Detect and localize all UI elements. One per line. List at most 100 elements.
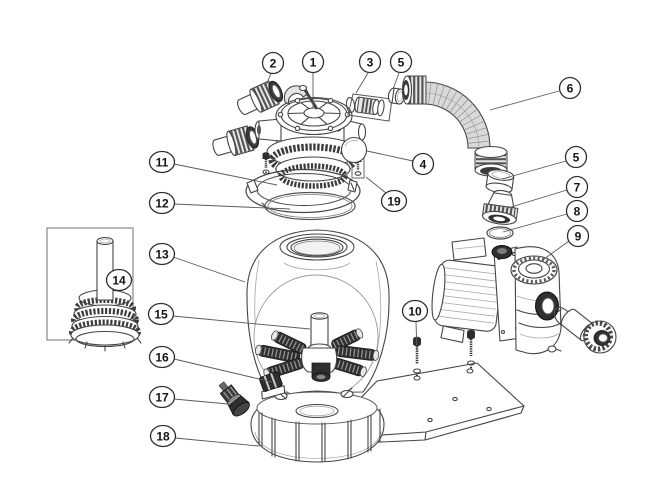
callout-16-balloon — [148, 345, 176, 369]
callout-18-leader — [174, 437, 259, 447]
callout-4: 4 — [411, 152, 435, 176]
multiport-valve-drawing — [245, 84, 367, 221]
callout-6-label: 6 — [567, 82, 574, 96]
callout-13-leader — [172, 256, 246, 283]
filter-tank-drawing — [246, 229, 390, 400]
callout-13-label: 13 — [155, 248, 169, 262]
callout-8-leader — [502, 213, 568, 233]
mount-screw-right — [466, 329, 476, 369]
callout-12-leader — [173, 203, 291, 210]
callout-3-balloon — [358, 50, 382, 74]
callout-16-label: 16 — [155, 351, 169, 365]
callout-17: 17 — [148, 385, 176, 409]
callout-6-balloon — [558, 76, 582, 100]
callout-8: 8 — [565, 199, 589, 223]
callout-4-leader — [366, 150, 414, 162]
callout-13: 13 — [148, 242, 176, 266]
pump-hose-adapter-stack — [481, 169, 519, 240]
standpipe — [96, 241, 114, 301]
callout-12-label: 12 — [155, 197, 169, 211]
lateral-assembly-inset — [46, 227, 142, 352]
callout-11-balloon — [148, 150, 176, 174]
callout-2: 2 — [261, 51, 285, 75]
callout-10-leader — [415, 321, 418, 353]
callout-14-label: 14 — [112, 274, 126, 288]
union-part7 — [481, 189, 519, 225]
callout-14: 14 — [105, 268, 133, 292]
standpipe-drawing — [307, 312, 332, 353]
callout-9-balloon — [566, 224, 590, 248]
lateral-spider-drawing — [255, 328, 380, 382]
callout-5a-balloon — [389, 50, 413, 74]
o-ring-part8 — [486, 226, 514, 240]
callout-2-label: 2 — [270, 57, 277, 71]
callout-13-balloon — [148, 242, 176, 266]
callout-15: 15 — [147, 302, 175, 326]
callout-16-leader — [173, 358, 273, 383]
callout-7: 7 — [565, 175, 589, 199]
callout-11-label: 11 — [156, 156, 169, 170]
callout-2-leader — [265, 72, 272, 87]
callout-7-leader — [507, 189, 568, 209]
callout-10-label: 10 — [408, 305, 422, 319]
hose-adapter-group — [345, 87, 406, 122]
callout-15-label: 15 — [154, 308, 168, 322]
callout-4-balloon — [411, 152, 435, 176]
callout-18-balloon — [149, 424, 177, 448]
callout-1-balloon — [301, 50, 325, 74]
callout-2-balloon — [261, 51, 285, 75]
sight-glass-cap — [340, 136, 368, 164]
callout-7-label: 7 — [574, 181, 581, 195]
callout-11-leader — [173, 163, 278, 186]
callout-10: 10 — [401, 299, 429, 323]
callout-5b-balloon — [564, 145, 588, 169]
callout-12-balloon — [148, 191, 176, 215]
callout-19: 19 — [380, 189, 408, 213]
terminal-box — [451, 237, 487, 261]
callout-9-leader — [539, 240, 570, 263]
clamp-screw — [262, 152, 270, 175]
callout-9: 9 — [566, 224, 590, 248]
union-coupling-upper — [237, 80, 284, 116]
callout-9-label: 9 — [575, 230, 582, 244]
callout-3-label: 3 — [367, 56, 374, 70]
callout-18: 18 — [149, 424, 177, 448]
strainer-lid — [510, 255, 558, 285]
union-nut — [583, 320, 617, 354]
part-3-group-box — [347, 93, 393, 122]
flange-clamp-ring — [245, 168, 361, 214]
callout-5b-label: 5 — [573, 151, 580, 165]
callout-18-label: 18 — [156, 430, 170, 444]
callout-3: 3 — [358, 50, 382, 74]
callout-16: 16 — [148, 345, 176, 369]
pump-motor — [431, 259, 503, 343]
callout-8-balloon — [565, 199, 589, 223]
callout-5a-label: 5 — [398, 56, 405, 70]
callout-17-balloon — [148, 385, 176, 409]
callout-5a-leader — [392, 72, 400, 90]
callout-5b: 5 — [564, 145, 588, 169]
callout-17-leader — [173, 398, 229, 405]
callout-4-label: 4 — [420, 158, 427, 172]
callout-10-balloon — [401, 299, 429, 323]
callout-15-leader — [172, 315, 311, 330]
callout-12: 12 — [148, 191, 176, 215]
callout-19-balloon — [380, 189, 408, 213]
union-coupling-lower — [212, 125, 260, 157]
corrugated-hose-drawing — [401, 75, 508, 177]
callout-5a: 5 — [389, 50, 413, 74]
callout-15-balloon — [147, 302, 175, 326]
callout-17-label: 17 — [155, 391, 169, 405]
tank-base-drawing — [250, 387, 385, 463]
callout-6-leader — [489, 90, 560, 111]
callout-7-balloon — [565, 175, 589, 199]
valve-handle — [283, 84, 319, 110]
callout-19-label: 19 — [387, 195, 401, 209]
callout-14-balloon — [105, 268, 133, 292]
callout-19-leader — [365, 176, 387, 194]
callout-5b-leader — [501, 160, 567, 180]
callout-8-label: 8 — [574, 205, 581, 219]
